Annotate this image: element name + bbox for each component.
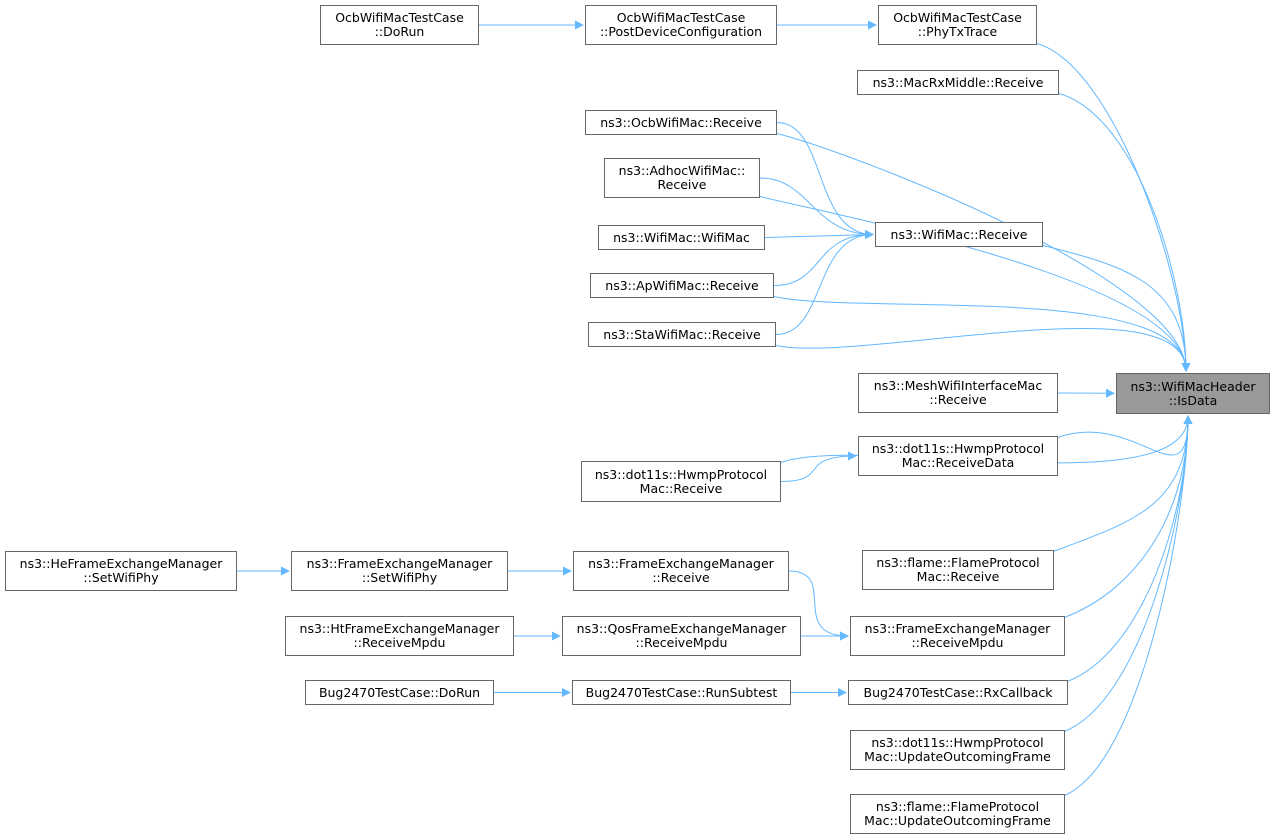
node-fem-setphy[interactable]: ns3::FrameExchangeManager::SetWifiPhy (291, 551, 508, 591)
node-label-line: ns3::WifiMac::WifiMac (613, 229, 750, 245)
node-label-line: ns3::AdhocWifiMac:: (618, 163, 746, 178)
node-label-line: Mac::Receive (916, 569, 1000, 584)
node-wifimac-ctor[interactable]: ns3::WifiMac::WifiMac (598, 225, 765, 250)
edge-hwmp-recvdata-to-root (1055, 415, 1193, 456)
node-label-line: ns3::dot11s::HwmpProtocol (871, 441, 1045, 456)
node-ap-recv[interactable]: ns3::ApWifiMac::Receive (590, 273, 774, 298)
edge-wifimac-ctor-to-wifimac-recv (764, 230, 874, 240)
node-label-line: ns3::FrameExchangeManager (306, 556, 493, 571)
node-label-line: ::ReceiveMpdu (353, 635, 446, 650)
node-label-line: OcbWifiMacTestCase (616, 10, 746, 25)
edge-ocbmac-recv-to-root (774, 132, 1191, 372)
edge-adhoc-recv-to-wifimac-recv (759, 177, 874, 239)
node-label-line: Receive (657, 177, 707, 192)
node-label-line: ns3::StaWifiMac::Receive (603, 326, 761, 342)
node-label-line: OcbWifiMacTestCase (893, 10, 1022, 25)
node-label-line: ns3::MacRxMiddle::Receive (872, 74, 1044, 90)
node-bug-rxcb[interactable]: Bug2470TestCase::RxCallback (848, 680, 1068, 705)
edge-ap-recv-to-root (771, 295, 1191, 372)
node-label-line: ::Receive (652, 570, 710, 585)
node-label-line: OcbWifiMacTestCase (335, 10, 464, 25)
node-label-line: ns3::QosFrameExchangeManager (576, 621, 787, 636)
node-label-line: ns3::flame::FlameProtocol (876, 555, 1040, 570)
node-label-line: ::ReceiveMpdu (911, 635, 1004, 650)
node-meshif-recv[interactable]: ns3::MeshWifiInterfaceMac::Receive (858, 373, 1058, 413)
node-label-line: Mac::UpdateOutcomingFrame (864, 749, 1051, 764)
edge-hwmp-update-to-root (1062, 415, 1193, 733)
node-label-line: ::DoRun (374, 24, 425, 39)
edge-flame-recv-to-root (1051, 415, 1193, 553)
node-bug-dorun[interactable]: Bug2470TestCase::DoRun (305, 680, 494, 705)
edge-ocbmac-recv-to-wifimac-recv (776, 122, 874, 239)
node-label-line: ::SetWifiPhy (361, 570, 438, 585)
node-label-line: Mac::ReceiveData (901, 455, 1015, 470)
node-ocb-phytx[interactable]: OcbWifiMacTestCase::PhyTxTrace (878, 5, 1037, 45)
node-label-line: ns3::HeFrameExchangeManager (19, 556, 223, 571)
edge-wifimac-recv-to-root (1040, 244, 1191, 372)
node-ocb-dorun[interactable]: OcbWifiMacTestCase::DoRun (320, 5, 479, 45)
node-label-line: ns3::MeshWifiInterfaceMac (873, 378, 1043, 393)
node-label-line: Mac::Receive (639, 480, 723, 496)
node-fem-recvmpdu[interactable]: ns3::FrameExchangeManager::ReceiveMpdu (850, 616, 1065, 656)
node-label-line: Mac::UpdateOutcomingFrame (864, 813, 1051, 828)
edge-fem-recv-to-fem-recvmpdu (788, 570, 849, 641)
edge-flame-update-to-root (1062, 415, 1193, 797)
edge-ap-recv-to-wifimac-recv (773, 230, 874, 286)
node-qos-recvmpdu[interactable]: ns3::QosFrameExchangeManager::ReceiveMpd… (562, 616, 801, 656)
node-label-line: Bug2470TestCase::DoRun (318, 684, 481, 700)
node-bug-runsub[interactable]: Bug2470TestCase::RunSubtest (572, 680, 791, 705)
node-label-line: ns3::flame::FlameProtocol (875, 799, 1040, 814)
edge-sta-recv-to-wifimac-recv (775, 230, 874, 335)
node-ht-recvmpdu[interactable]: ns3::HtFrameExchangeManager::ReceiveMpdu (285, 616, 514, 656)
edge-fem-recvmpdu-to-root (1062, 415, 1193, 619)
edge-macrx-recv-to-root (1056, 92, 1191, 372)
node-label-line: ns3::ApWifiMac::Receive (605, 277, 759, 293)
node-label-line: ns3::HtFrameExchangeManager (299, 621, 500, 636)
node-macrx-recv[interactable]: ns3::MacRxMiddle::Receive (857, 70, 1059, 95)
node-label-line: ::SetWifiPhy (83, 570, 159, 585)
node-label-line: Bug2470TestCase::RxCallback (863, 684, 1053, 700)
edge-sta-recv-to-root (773, 328, 1191, 372)
node-label-line: Bug2470TestCase::RunSubtest (585, 684, 778, 700)
node-label-line: ns3::dot11s::HwmpProtocol (871, 735, 1044, 750)
node-label-line: ::PostDeviceConfiguration (599, 24, 763, 39)
node-label-line: ns3::FrameExchangeManager (864, 621, 1051, 636)
node-label-line: ::ReceiveMpdu (635, 635, 728, 650)
node-label-line: ns3::dot11s::HwmpProtocol (594, 466, 768, 482)
node-label-line: ns3::FrameExchangeManager (588, 556, 774, 571)
node-root[interactable]: ns3::WifiMacHeader::IsData (1116, 373, 1270, 414)
node-adhoc-recv[interactable]: ns3::AdhocWifiMac::Receive (604, 158, 760, 198)
node-fem-recv[interactable]: ns3::FrameExchangeManager::Receive (573, 551, 789, 591)
node-sta-recv[interactable]: ns3::StaWifiMac::Receive (588, 322, 776, 347)
edge-hwmp-recv-to-hwmp-recvdata (780, 451, 857, 482)
edge-adhoc-recv-to-root (757, 195, 1191, 372)
node-label-line: ns3::WifiMacHeader (1130, 378, 1256, 394)
node-ocbmac-recv[interactable]: ns3::OcbWifiMac::Receive (585, 110, 777, 135)
node-he-setphy[interactable]: ns3::HeFrameExchangeManager::SetWifiPhy (5, 551, 237, 591)
node-label-line: ::IsData (1168, 392, 1218, 408)
node-label-line: ns3::WifiMac::Receive (890, 226, 1028, 242)
node-ocb-postdev[interactable]: OcbWifiMacTestCase::PostDeviceConfigurat… (585, 5, 777, 45)
node-wifimac-recv[interactable]: ns3::WifiMac::Receive (875, 222, 1043, 247)
node-label-line: ::PhyTxTrace (917, 24, 998, 39)
node-label-line: ns3::OcbWifiMac::Receive (600, 114, 762, 130)
node-label-line: ::Receive (929, 392, 987, 407)
